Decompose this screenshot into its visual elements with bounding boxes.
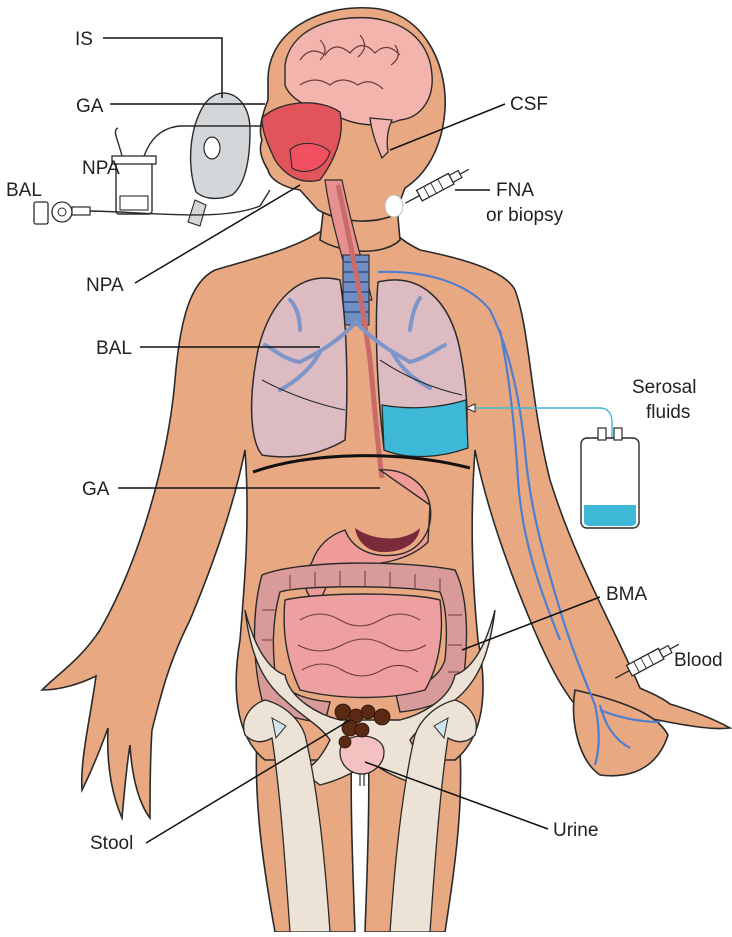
small-intestine: [284, 594, 441, 698]
lymph-node: [385, 195, 403, 217]
label-bma: BMA: [606, 584, 648, 605]
label-csf: CSF: [510, 94, 548, 115]
label-is: IS: [75, 29, 93, 50]
label-stool: Stool: [90, 833, 133, 854]
mask-valve: [204, 137, 220, 159]
specimen-jar-fluid: [120, 196, 148, 210]
label-bal-mid: BAL: [96, 338, 132, 359]
mask-outlet: [188, 200, 206, 226]
label-serosal: Serosal: [632, 377, 696, 398]
label-ga-top: GA: [76, 96, 104, 117]
urethra: [360, 774, 364, 786]
label-blood: Blood: [674, 650, 723, 671]
label-npa-top: NPA: [82, 158, 120, 179]
label-urine: Urine: [553, 820, 598, 841]
label-ga-mid: GA: [82, 479, 110, 500]
label-fna: FNA: [496, 180, 534, 201]
pleural-effusion: [382, 400, 468, 457]
label-fna-biopsy: or biopsy: [486, 205, 564, 226]
bronchoscope-icon: [34, 202, 90, 224]
label-npa-mid: NPA: [86, 275, 124, 296]
drainage-bottle-icon: [581, 428, 639, 528]
label-serosal-fluids: fluids: [646, 402, 690, 423]
label-bal-top: BAL: [6, 180, 42, 201]
